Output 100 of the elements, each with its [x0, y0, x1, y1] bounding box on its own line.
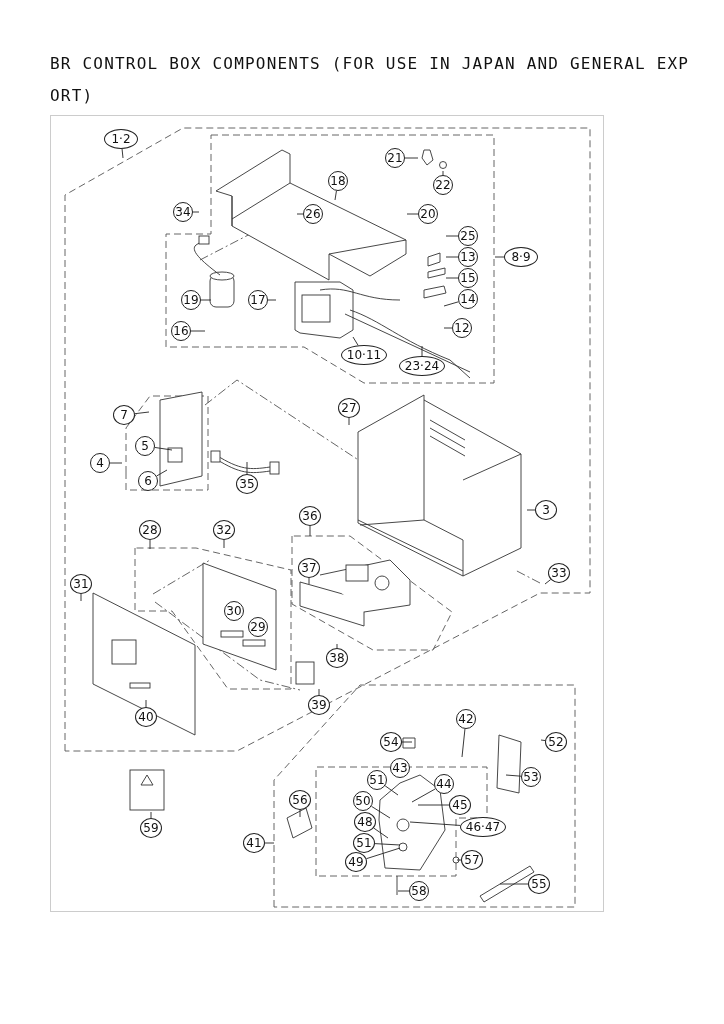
callout-number: 4 — [90, 453, 110, 473]
leader-line — [309, 525, 311, 537]
callout-number: 20 — [418, 204, 438, 224]
callout-number: 19 — [181, 290, 201, 310]
callout-number: 43 — [390, 758, 410, 778]
leader-line — [154, 447, 173, 451]
callout-number: 57 — [461, 850, 483, 870]
callout-number: 53 — [521, 767, 541, 787]
callout-number: 28 — [139, 520, 161, 540]
leader-line — [505, 774, 522, 777]
leader-line — [494, 256, 505, 258]
leader-line — [308, 577, 310, 585]
leader-line — [192, 211, 200, 213]
leader-line — [336, 643, 338, 649]
leader-line — [540, 739, 546, 741]
callout-number: 51 — [353, 833, 375, 853]
leader-line — [445, 277, 459, 279]
leader-line — [150, 811, 152, 819]
callout-number: 54 — [380, 732, 402, 752]
callout-number: 1·2 — [104, 129, 138, 149]
callout-number: 55 — [528, 874, 550, 894]
leader-line — [461, 728, 466, 758]
callout-number: 23·24 — [399, 356, 445, 376]
leader-line — [190, 330, 206, 332]
leader-line — [121, 148, 124, 159]
callout-number: 17 — [248, 290, 268, 310]
leader-line — [443, 301, 459, 307]
leader-line — [348, 417, 350, 426]
leader-line — [267, 299, 277, 301]
leader-line — [246, 461, 248, 475]
callout-number: 18 — [328, 171, 348, 191]
callout-number: 37 — [298, 558, 320, 578]
leader-line — [145, 699, 147, 708]
leader-line — [397, 890, 410, 892]
leader-line — [156, 469, 168, 477]
leader-line — [404, 157, 419, 159]
callout-number: 56 — [289, 790, 311, 810]
callout-number: 51 — [367, 770, 387, 790]
callout-number: 25 — [458, 226, 478, 246]
callout-number: 36 — [299, 506, 321, 526]
leader-line — [445, 256, 459, 258]
leader-line — [149, 539, 151, 550]
diagram-title: BR CONTROL BOX COMPONENTS (FOR USE IN JAPAN AND GENERAL EXPORT) — [50, 53, 690, 107]
leader-line — [401, 741, 413, 743]
callout-number: 21 — [385, 148, 405, 168]
callout-number: 32 — [213, 520, 235, 540]
callout-number: 42 — [456, 709, 476, 729]
leader-line — [406, 213, 419, 215]
leader-line — [411, 788, 436, 803]
leader-line — [421, 345, 423, 357]
leader-line — [365, 847, 401, 860]
callout-number: 38 — [326, 648, 348, 668]
leader-line — [371, 805, 391, 819]
leader-line — [499, 883, 529, 885]
leader-line — [318, 688, 320, 696]
callout-number: 3 — [535, 500, 557, 520]
callout-number: 34 — [173, 202, 193, 222]
callout-number: 46·47 — [460, 817, 506, 837]
leader-line — [456, 859, 462, 861]
callout-number: 45 — [449, 795, 471, 815]
callout-number: 10·11 — [341, 345, 387, 365]
callout-number: 33 — [548, 563, 570, 583]
leader-line — [134, 411, 150, 415]
leader-line — [443, 327, 453, 329]
callout-number: 12 — [452, 318, 472, 338]
callout-number: 7 — [113, 405, 135, 425]
leader-line — [334, 190, 337, 201]
leader-line — [296, 213, 304, 215]
callout-number: 15 — [458, 268, 478, 288]
callout-number: 16 — [171, 321, 191, 341]
callout-number: 44 — [434, 774, 454, 794]
leader-line — [352, 336, 359, 346]
leader-line — [374, 843, 401, 846]
callout-number: 5 — [135, 436, 155, 456]
callout-number: 13 — [458, 247, 478, 267]
leader-line — [442, 170, 444, 176]
leader-line — [445, 235, 459, 237]
callout-number: 40 — [135, 707, 157, 727]
leader-line — [80, 593, 82, 602]
callout-number: 31 — [70, 574, 92, 594]
callout-number: 22 — [433, 175, 453, 195]
leader-line — [299, 809, 301, 818]
leader-line — [109, 462, 123, 464]
callout-number: 50 — [353, 791, 373, 811]
leader-line — [223, 539, 225, 549]
leader-line — [384, 785, 399, 796]
callout-number: 49 — [345, 852, 367, 872]
leader-line — [526, 509, 536, 511]
callout-number: 59 — [140, 818, 162, 838]
callout-number: 8·9 — [504, 247, 538, 267]
callout-number: 27 — [338, 398, 360, 418]
callout-number: 41 — [243, 833, 265, 853]
leader-line — [409, 821, 461, 826]
callout-number: 14 — [458, 289, 478, 309]
callout-number: 58 — [409, 881, 429, 901]
callout-number: 6 — [138, 471, 158, 491]
callout-number: 39 — [308, 695, 330, 715]
callout-number: 35 — [236, 474, 258, 494]
callout-number: 48 — [354, 812, 376, 832]
leader-line — [373, 827, 389, 839]
